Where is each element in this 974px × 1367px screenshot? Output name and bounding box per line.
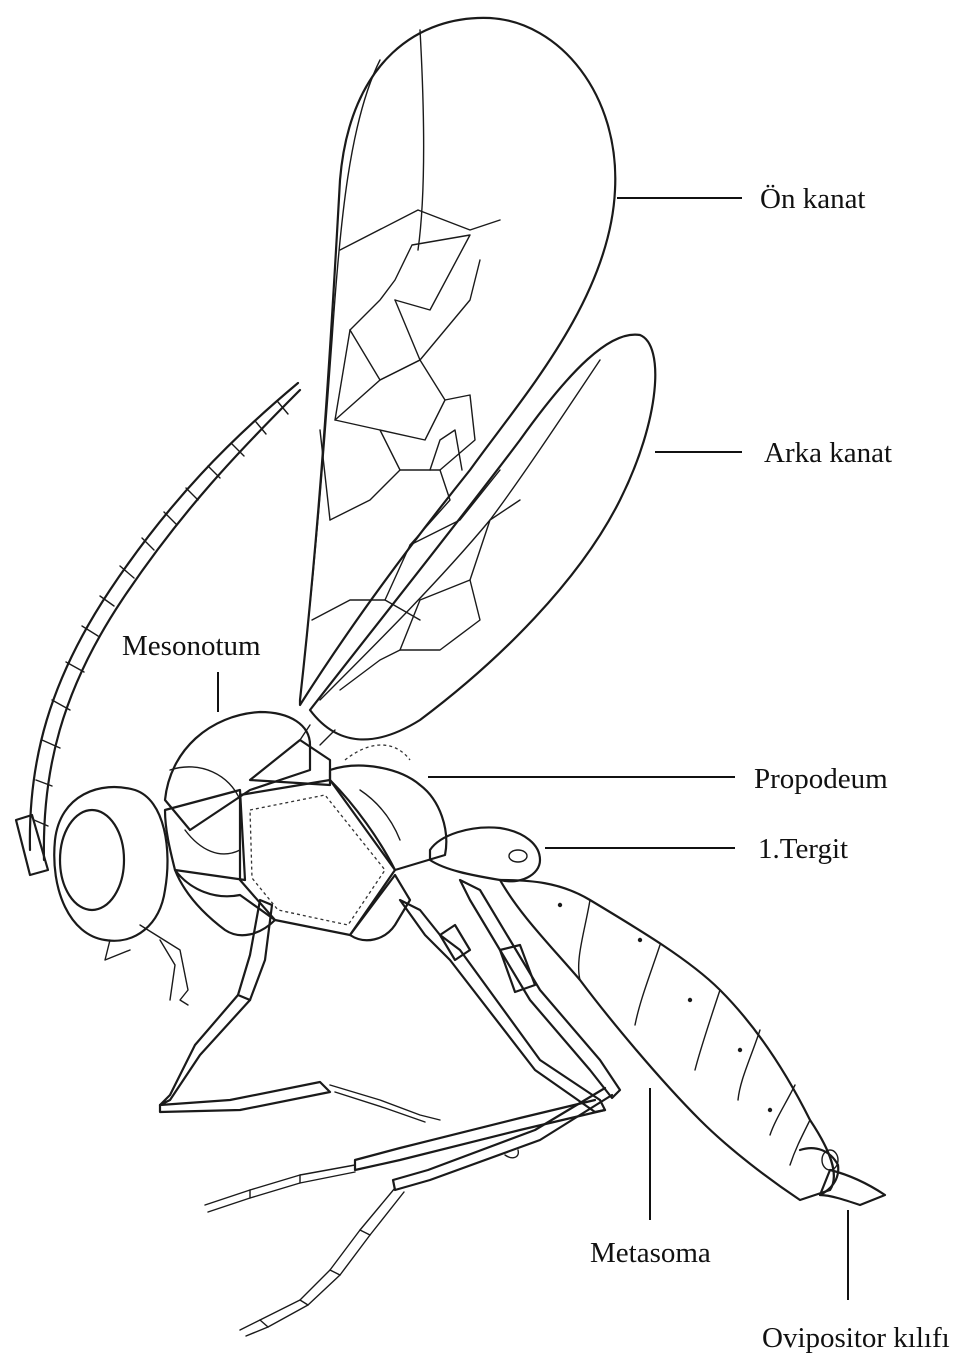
antenna [16, 383, 300, 875]
metasoma [430, 827, 885, 1205]
label-hindwing: Arka kanat [764, 437, 892, 469]
head [54, 787, 188, 1005]
label-forewing: Ön kanat [760, 183, 866, 215]
label-tergite1: 1.Tergit [758, 833, 848, 865]
forewing [300, 18, 615, 705]
label-mesonotum: Mesonotum [122, 630, 261, 662]
label-metasoma: Metasoma [590, 1237, 711, 1269]
label-ovipositor: Ovipositor kılıfı [762, 1322, 950, 1354]
label-propodeum: Propodeum [754, 763, 888, 795]
